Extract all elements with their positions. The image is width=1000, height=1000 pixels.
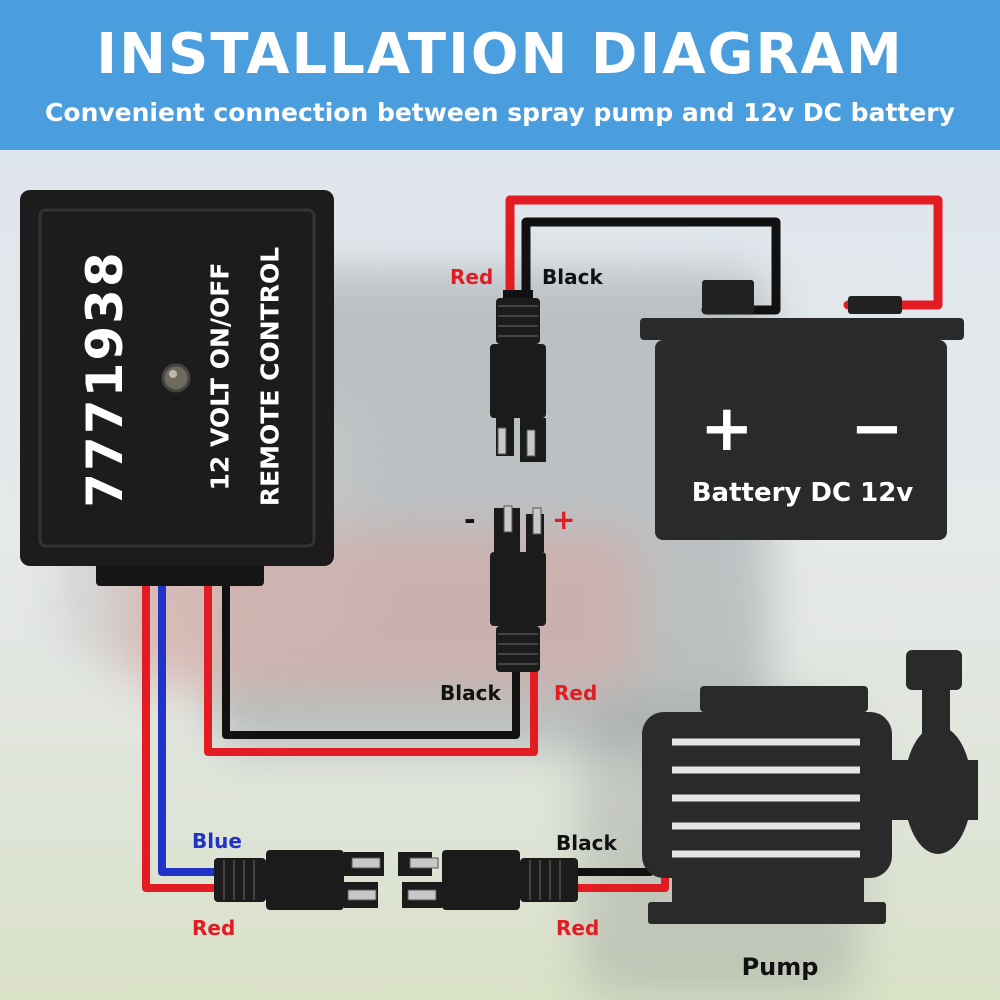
- connector-plus-sign: +: [552, 503, 576, 536]
- controller-pump-wires: [142, 582, 218, 892]
- connector-minus-sign: -: [464, 503, 476, 536]
- controller-label-line2: REMOTE CONTROL: [255, 246, 285, 507]
- battery-label: Battery DC 12v: [691, 478, 914, 508]
- battery-red-wire: [505, 195, 943, 310]
- label-power-red: Red: [554, 681, 598, 705]
- label-power-black: Black: [440, 681, 501, 705]
- label-pump-red: Red: [556, 916, 600, 940]
- label-pump-side-blue: Blue: [192, 829, 242, 853]
- label-battery-red: Red: [450, 265, 494, 289]
- controller-box: [20, 190, 334, 586]
- battery-graphic: [640, 280, 964, 540]
- controller-label-line1: 12 VOLT ON/OFF: [205, 262, 235, 491]
- controller-pump-sae-connector: [214, 850, 384, 910]
- pump-sae-connector: [398, 850, 578, 910]
- controller-model-number: 7771938: [76, 250, 134, 508]
- battery-plus-symbol: +: [700, 392, 754, 466]
- header-banner: INSTALLATION DIAGRAM Convenient connecti…: [0, 0, 1000, 150]
- pump-label: Pump: [741, 953, 819, 981]
- led-indicator: [161, 363, 191, 393]
- controller-power-wires: [204, 582, 538, 756]
- label-pump-black: Black: [556, 831, 617, 855]
- battery-minus-symbol: −: [850, 392, 904, 466]
- label-pump-side-red: Red: [192, 916, 236, 940]
- page-subtitle: Convenient connection between spray pump…: [45, 98, 955, 127]
- power-black-wire: [222, 582, 520, 739]
- battery-sae-connector: [490, 290, 546, 462]
- label-battery-black: Black: [542, 265, 603, 289]
- pump-side-blue-wire: [158, 582, 218, 876]
- power-sae-connector: [490, 505, 546, 672]
- pump-side-red-wire: [142, 582, 218, 892]
- page-title: INSTALLATION DIAGRAM: [96, 22, 904, 87]
- power-red-wire: [204, 582, 538, 756]
- pump-graphic: [642, 650, 978, 924]
